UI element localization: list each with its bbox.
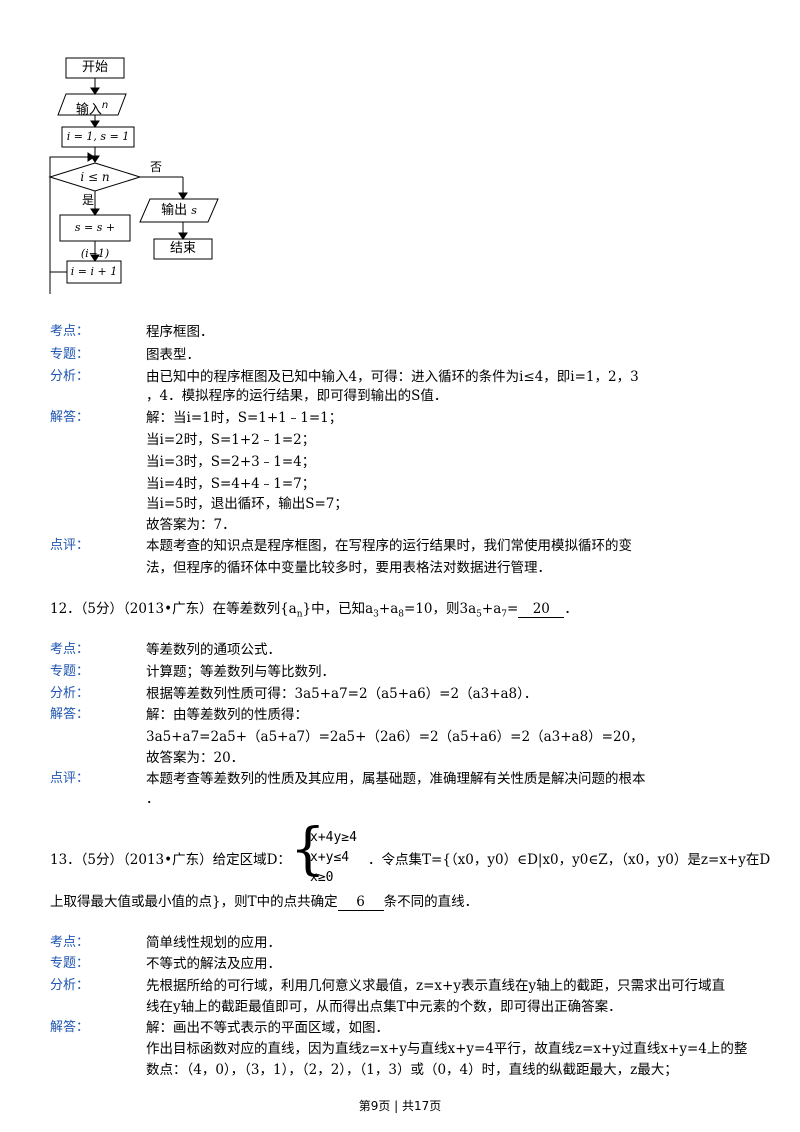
q12-dianping-label: 点评： [50, 771, 90, 786]
q11-jieda-line3: 当i=3时，S=2+3﹣1=4； [146, 454, 316, 470]
program-flowchart [48, 57, 219, 294]
inequality-3: x≥0 [310, 870, 334, 885]
output-label: 输出 s [145, 199, 213, 222]
q13-stem-b: ．令点集T={（x0，y0）∈D|x0，y0∈Z，（x0，y0）是z=x+y在D [368, 852, 771, 868]
end-label: 结束 [169, 241, 196, 256]
inequality-2: x+y≤4 [310, 850, 350, 865]
q13-jieda-line1: 解：画出不等式表示的平面区域，如图． [146, 1020, 389, 1036]
q12-sub-n: n [296, 609, 303, 620]
q11-jieda-line6: 故答案为：7． [146, 517, 236, 533]
q11-kaodian: 程序框图． [146, 324, 214, 340]
q11-jieda-label: 解答： [50, 410, 90, 425]
q12-fenxi: 根据等差数列性质可得：3a5+a7=2（a5+a6）=2（a3+a8）． [146, 686, 538, 702]
q12-zhuanti-label: 专题： [50, 664, 90, 679]
q12-zhuanti: 计算题；等差数列与等比数列． [146, 664, 335, 680]
q13-kaodian: 简单线性规划的应用． [146, 935, 281, 951]
q13-stem-c: 上取得最大值或最小值的点}，则T中的点共确定 [50, 894, 338, 910]
q13-jieda-line3: 数点：（4，0），（3，1），（2，2），（1，3）或（0，4）时，直线的纵截距… [146, 1062, 678, 1078]
q12-stem-d: =10，则3a [404, 601, 477, 617]
q12-stem-f: = [507, 601, 519, 617]
q11-dianping-label: 点评： [50, 538, 90, 553]
condition-label: i ≤ n [80, 170, 110, 184]
input-parallelogram [57, 93, 127, 116]
q12-jieda-line2: 3a5+a7=2a5+（a5+a7）=2a5+（2a6）=2（a5+a6）=2（… [146, 729, 644, 745]
q11-fenxi-label: 分析： [50, 369, 90, 384]
q12-kaodian: 等差数列的通项公式． [146, 642, 281, 658]
q12-sub-8: 8 [398, 609, 405, 620]
init-label: i = 1, s = 1 [66, 130, 130, 143]
q12-dianping-line2: ． [146, 791, 160, 807]
q11-zhuanti-label: 专题： [50, 347, 90, 362]
input-label: 输入n [62, 94, 122, 118]
q12-jieda-line3: 故答案为：20． [146, 750, 245, 766]
q13-fenxi-line2: 线在y轴上的截距最值即可，从而得出点集T中元素的个数，即可得出正确答案． [146, 999, 622, 1015]
q12-stem-end: ． [564, 601, 578, 617]
q12-jieda-line1: 解：由等差数列的性质得： [146, 707, 308, 723]
no-label: 否 [150, 160, 163, 174]
q13-stem-d: 条不同的直线． [383, 894, 479, 910]
q12-stem-e: +a [481, 601, 502, 617]
q13-fenxi-label: 分析： [50, 978, 90, 993]
q12-stem-c: +a [378, 601, 399, 617]
inequality-1: x+4y≥4 [310, 830, 357, 845]
q13-fenxi-line1: 先根据所给的可行域，利用几何意义求最值，z=x+y表示直线在y轴上的截距，只需求… [146, 978, 726, 994]
q11-jieda-line2: 当i=2时，S=1+2﹣1=2； [146, 432, 316, 448]
q13-zhuanti-label: 专题： [50, 956, 90, 971]
input-text: 输入 [75, 102, 102, 118]
q12-dianping-line1: 本题考查等差数列的性质及其应用，属基础题，准确理解有关性质是解决问题的根本 [146, 771, 646, 787]
end-box [153, 238, 213, 260]
output-text: 输出 [161, 203, 188, 218]
q11-kaodian-label: 考点： [50, 324, 90, 339]
output-parallelogram [139, 198, 219, 223]
q13-jieda-line2: 作出目标函数对应的直线，因为直线z=x+y与直线x+y=4平行，故直线z=x+y… [146, 1041, 748, 1057]
q11-jieda-line5: 当i=5时，退出循环，输出S=7； [146, 496, 348, 512]
q12-stem-b: }中，已知a [302, 601, 374, 617]
inequality-system: x+4y≥4 x+y≤4 x≥0 [310, 828, 357, 888]
body-label: s = s + (i−1) [74, 221, 116, 260]
yes-label: 是 [82, 193, 95, 207]
q12-stem: 12．（5分）（2013•广东）在等差数列{an}中，已知a3+a8=10，则3… [50, 599, 578, 625]
q11-fenxi-line1: 由已知中的程序框图及已知中输入4，可得：进入循环的条件为i≤4，即i=1，2，3 [146, 369, 639, 385]
q12-sub-7: 7 [501, 609, 507, 620]
q11-dianping-line1: 本题考查的知识点是程序框图，在写程序的运行结果时，我们常使用模拟循环的变 [146, 538, 632, 554]
q12-kaodian-label: 考点： [50, 642, 90, 657]
q11-dianping-line2: 法，但程序的循环体中变量比较多时，要用表格法对数据进行管理． [146, 560, 551, 576]
q11-jieda-line1: 解：当i=1时，S=1+1﹣1=1； [146, 410, 343, 426]
q13-zhuanti: 不等式的解法及应用． [146, 956, 281, 972]
output-var: s [191, 204, 197, 217]
q13-answer: 6 [337, 894, 384, 911]
increment-label: i = i + 1 [70, 265, 118, 278]
q12-sub-5: 5 [476, 609, 482, 620]
q12-stem-a: 12．（5分）（2013•广东）在等差数列{a [50, 601, 297, 617]
q13-jieda-label: 解答： [50, 1020, 90, 1035]
q13-kaodian-label: 考点： [50, 935, 90, 950]
init-box [61, 126, 135, 148]
q12-answer: 20 [518, 601, 565, 618]
system-brace: { [290, 817, 326, 882]
q11-jieda-line4: 当i=4时，S=4+4﹣1=7； [146, 476, 316, 492]
page-footer: 第9页 | 共17页 [358, 1099, 442, 1113]
q12-sub-3: 3 [373, 609, 379, 620]
q12-fenxi-label: 分析： [50, 686, 90, 701]
q12-jieda-label: 解答： [50, 707, 90, 722]
start-label: 开始 [81, 60, 108, 75]
q13-stem-a: 13．（5分）（2013•广东）给定区域D： [50, 852, 291, 868]
q11-fenxi-line2: ，4．模拟程序的运行结果，即可得到输出的S值． [146, 388, 448, 404]
input-var: n [101, 100, 109, 111]
q11-zhuanti: 图表型． [146, 347, 200, 363]
